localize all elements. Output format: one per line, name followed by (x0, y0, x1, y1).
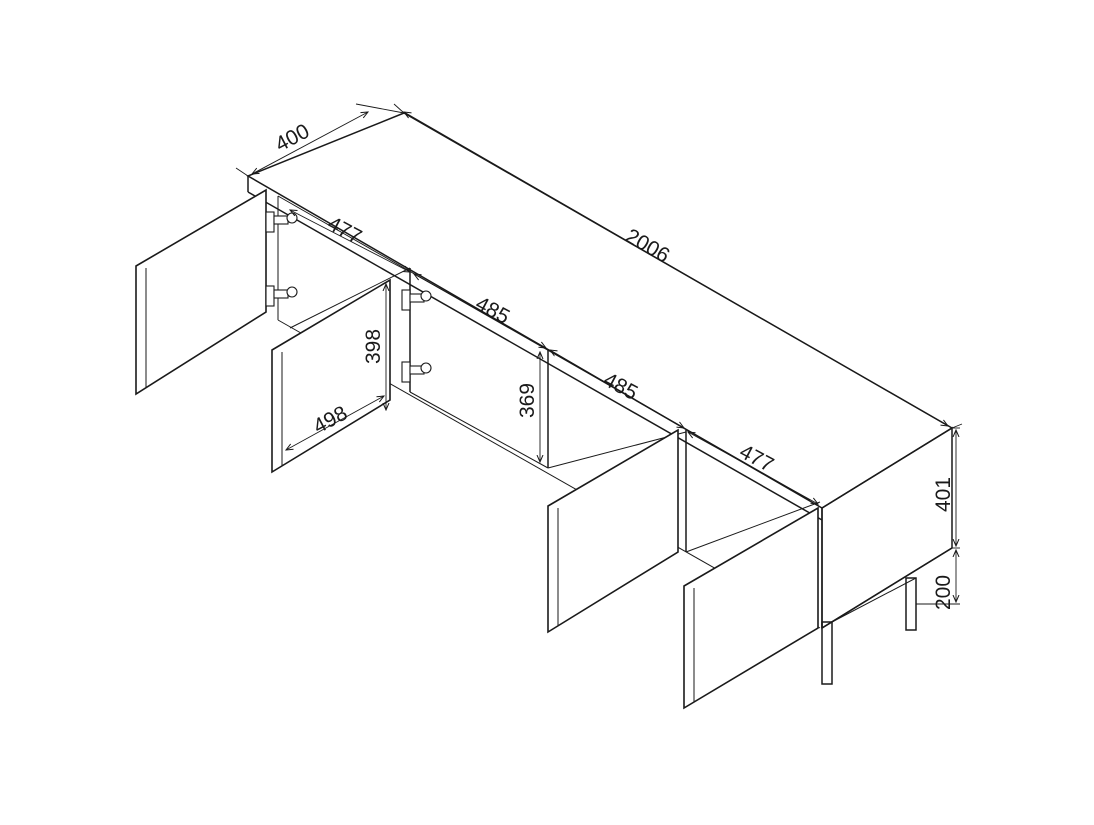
leg-front-right (905, 577, 917, 631)
cabinet-height-label: 398 (362, 329, 385, 364)
doors (135, 188, 819, 710)
shelf-height-label: 369 (516, 383, 539, 418)
depth-label: 400 (272, 120, 314, 157)
body-height-label: 401 (932, 477, 955, 512)
right-bottom-edge (821, 547, 953, 629)
hinge-icon (401, 361, 432, 383)
hinge-icon (265, 285, 298, 307)
leg-frame (831, 577, 917, 623)
leg-height-label: 200 (932, 575, 955, 610)
hinge-icon (265, 211, 298, 233)
door-outer-right-label: 477 (736, 440, 778, 477)
door-4 (683, 506, 819, 710)
legs (821, 577, 917, 685)
leg-front-left (821, 621, 833, 685)
dimension-lines (235, 103, 963, 605)
width-label: 2006 (622, 224, 674, 267)
door-3 (547, 428, 679, 634)
compartment-4-bottom (685, 501, 821, 553)
door-2 (271, 278, 391, 474)
door-1 (135, 188, 267, 396)
door-outer-left-label: 477 (324, 212, 366, 249)
compartment-1-shelf (289, 267, 411, 329)
hinge-icon (401, 289, 432, 311)
